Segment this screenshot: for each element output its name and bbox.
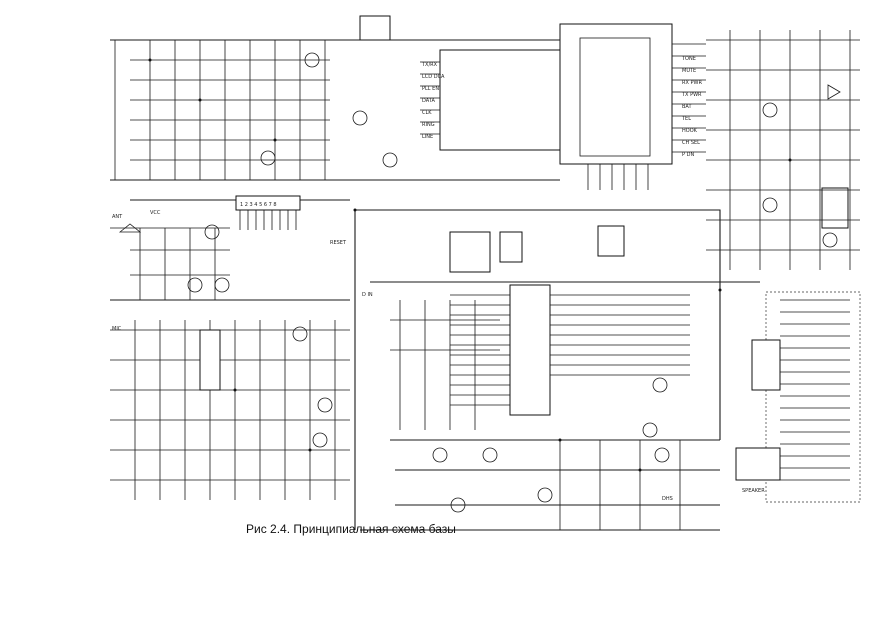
- label-hook: HOOK: [682, 128, 698, 134]
- main-ic-lower: [450, 284, 690, 416]
- left-middle-stage: RESET: [110, 223, 347, 300]
- lower-middle-stage: [390, 300, 681, 530]
- right-upper-stage: [706, 30, 860, 270]
- label-tone: TONE: [681, 56, 696, 62]
- label-data: DATA: [422, 98, 435, 104]
- label-ring: RING: [422, 122, 435, 128]
- label-tel: TEL: [681, 116, 691, 122]
- label-bat: BAT: [682, 104, 692, 110]
- dashed-connector-region: SPEAKER: [735, 291, 861, 503]
- reset-label: RESET: [330, 240, 347, 246]
- label-lcd-dca: LCD DCA: [422, 74, 445, 80]
- label-d-in: D IN: [362, 292, 373, 298]
- label-rx-pwr: RX PWR: [682, 80, 702, 86]
- label-vcc: VCC: [150, 210, 161, 216]
- label-mute: MUTE: [682, 68, 696, 74]
- speaker-label: SPEAKER: [742, 488, 765, 494]
- signal-labels: TX/RX LCD DCA PLL EN DATA CLK RING LINE …: [112, 56, 702, 502]
- label-ch-sel: CH SEL: [682, 140, 700, 146]
- main-ic-upper: [524, 23, 706, 190]
- lower-left-power: [110, 320, 350, 500]
- label-ant: ANT: [112, 214, 123, 220]
- upper-left-stage: [114, 15, 398, 180]
- label-line: LINE: [422, 134, 433, 140]
- junction-dots: [148, 58, 792, 472]
- label-mic: MIC: [112, 326, 122, 332]
- label-pll-en: PLL EN: [422, 86, 439, 92]
- ic-block-interface: [420, 49, 561, 151]
- connector-pins-label: 1 2 3 4 5 6 7 8: [240, 202, 277, 208]
- label-p-dn: P DN: [682, 152, 694, 158]
- ic-block-middle: [449, 187, 849, 273]
- bus-lines: [110, 39, 760, 531]
- label-clk: CLK: [422, 110, 432, 116]
- connector-strip: 1 2 3 4 5 6 7 8: [235, 195, 301, 230]
- label-tx-pwr: TX PWR: [681, 92, 702, 98]
- label-tx-rx: TX/RX: [421, 62, 438, 68]
- label-dhs: DHS: [662, 496, 673, 502]
- figure-caption: Рис 2.4. Принципиальная схема базы: [246, 522, 456, 536]
